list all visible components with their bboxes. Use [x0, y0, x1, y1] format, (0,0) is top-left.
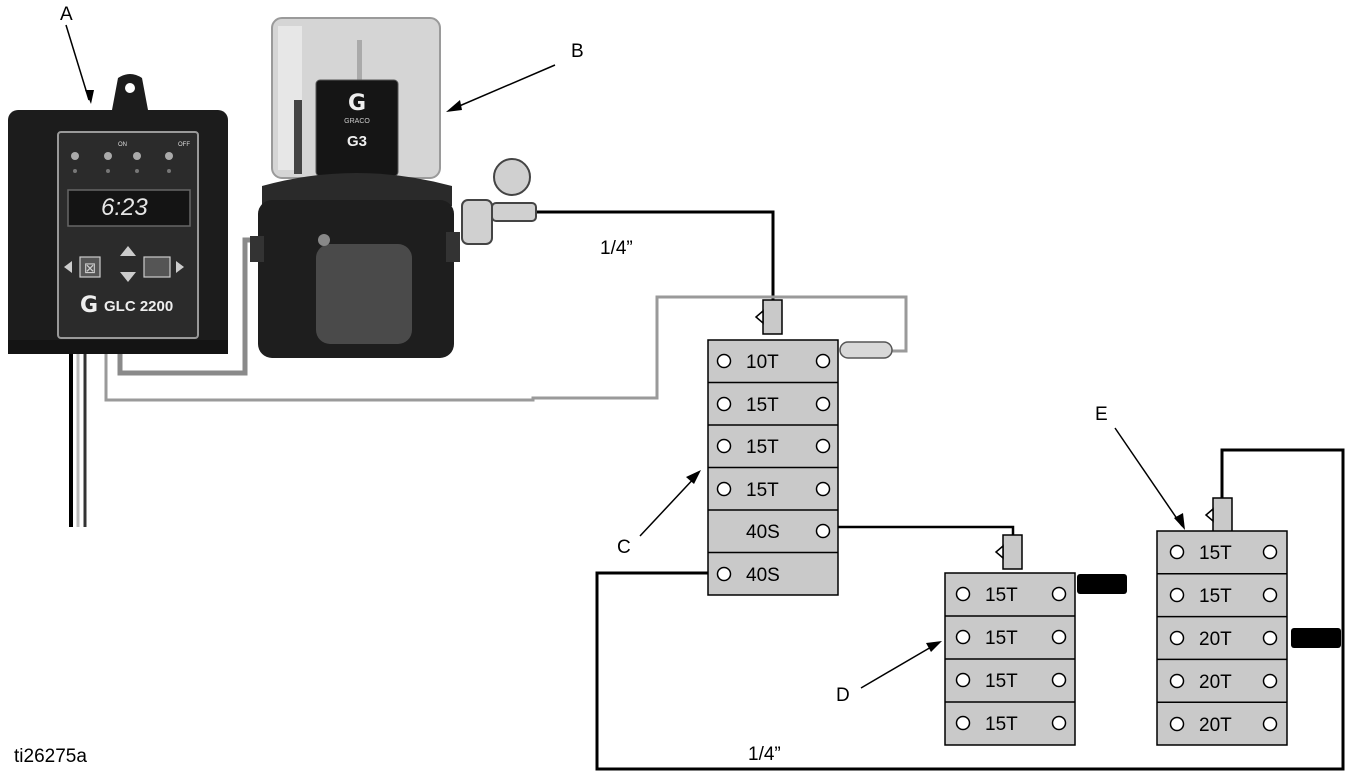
left-arrow-icon — [64, 261, 72, 273]
manual-run-button — [79, 256, 101, 278]
inlet-fitting-e — [1212, 497, 1233, 533]
valve-c-section: 15T — [746, 480, 779, 501]
graco-logo-icon: G — [348, 91, 366, 116]
callout-d-label: D — [836, 685, 850, 706]
pump-model: G3 — [347, 133, 367, 150]
callout-c-label: C — [617, 537, 631, 558]
callout-c-arrowhead — [686, 470, 701, 484]
off-label: OFF — [178, 142, 190, 148]
indicator-icons — [71, 152, 173, 173]
down-arrow-icon — [120, 272, 136, 282]
controller-faceplate — [57, 131, 199, 339]
dimension-bottom-tube: 1/4” — [748, 744, 781, 765]
callout-b-leader — [449, 64, 556, 111]
divider-valve-e: 15T 15T 20T 20T 20T — [1156, 497, 1341, 746]
pressure-relief-valve — [493, 158, 531, 196]
dimension-top-tube: 1/4” — [600, 238, 633, 259]
callout-a-arrowhead — [85, 90, 94, 104]
pump-base-panel — [316, 244, 412, 344]
bypass-plug-e — [1291, 628, 1341, 648]
valve-e-section: 20T — [1199, 672, 1232, 693]
valve-e-section: 15T — [1199, 543, 1232, 564]
inlet-fitting-c — [762, 299, 783, 335]
callout-e-label: E — [1095, 404, 1108, 425]
led-display — [67, 189, 191, 227]
on-label: ON — [118, 142, 127, 148]
tube-pump-to-c — [537, 210, 775, 300]
cycle-sensor — [839, 341, 893, 359]
manual-run-icon: ⊠ — [84, 259, 97, 277]
valve-c-section: 40S — [746, 522, 780, 543]
callout-e-arrowhead — [1174, 513, 1185, 530]
callout-d-leader — [860, 642, 939, 689]
valve-c-section: 10T — [746, 352, 779, 373]
callout-e-leader — [1114, 427, 1183, 527]
graco-logo-icon: G — [80, 293, 98, 318]
bypass-plug-d — [1077, 574, 1127, 594]
pump-collar — [262, 173, 452, 206]
pump-element — [461, 199, 493, 245]
valve-d-section: 15T — [985, 671, 1018, 692]
callout-a-label: A — [60, 4, 73, 25]
tube-c-to-e — [595, 448, 1345, 771]
pump-brand: GRACO — [344, 118, 370, 125]
callout-c-leader — [639, 473, 699, 537]
callout-a-leader — [65, 24, 90, 101]
right-arrow-icon — [176, 261, 184, 273]
controller-model-label: GLC 2200 — [104, 298, 173, 315]
valve-e-section: 20T — [1199, 715, 1232, 736]
outlet-fitting — [491, 202, 537, 222]
valve-e-section: 15T — [1199, 586, 1232, 607]
valve-c-section: 40S — [746, 565, 780, 586]
figure-id: ti26275a — [14, 746, 87, 767]
valve-d-section: 15T — [985, 628, 1018, 649]
divider-valve-c: 10T 15T 15T 15T 40S 40S — [707, 299, 839, 596]
tube-c-to-d — [825, 525, 1015, 535]
mode-button — [143, 256, 171, 278]
valve-d-section: 15T — [985, 714, 1018, 735]
divider-valve-d: 15T 15T 15T 15T — [944, 534, 1127, 746]
pump-b: G GRACO G3 — [250, 17, 537, 358]
valve-c-section: 15T — [746, 437, 779, 458]
controller-a: ON OFF 6:23 ⊠ G GLC 2200 — [8, 74, 228, 354]
valve-d-section: 15T — [985, 585, 1018, 606]
callout-d-arrowhead — [926, 641, 942, 652]
up-arrow-icon — [120, 246, 136, 256]
mounting-hole — [125, 83, 135, 93]
valve-e-section: 20T — [1199, 629, 1232, 650]
led-display-value: 6:23 — [101, 194, 148, 221]
callout-b-label: B — [571, 41, 584, 62]
callout-b-arrowhead — [446, 100, 462, 112]
valve-c-section: 15T — [746, 395, 779, 416]
sensor-cable — [104, 295, 908, 402]
inlet-fitting-d — [1002, 534, 1023, 570]
